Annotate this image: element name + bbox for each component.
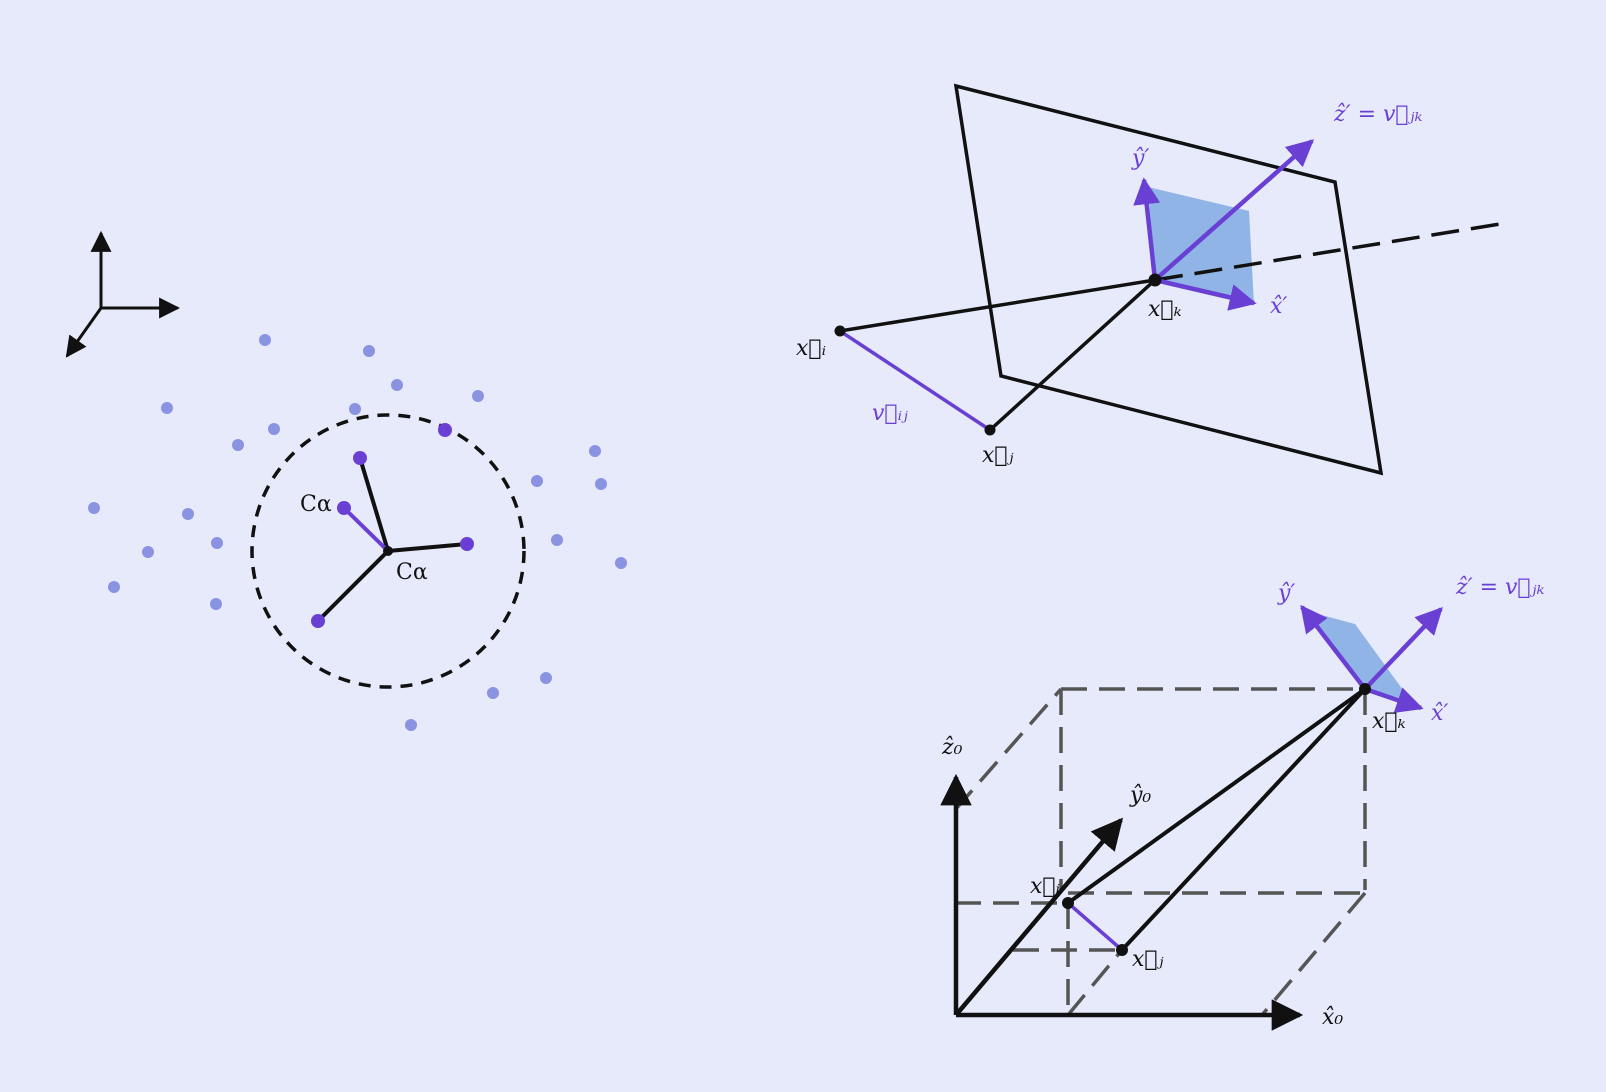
label-xk: x⃗ₖ bbox=[1148, 297, 1182, 322]
neighbor-dot bbox=[108, 581, 120, 593]
center-atom bbox=[383, 546, 393, 556]
line-extension-dashed bbox=[1154, 222, 1501, 282]
neighbor-dot bbox=[363, 345, 375, 357]
point-xi bbox=[834, 325, 846, 337]
y-prime-arrow bbox=[1133, 177, 1161, 281]
bounding-box-dashed bbox=[953, 687, 1367, 1017]
y-prime-arrow bbox=[1300, 604, 1367, 691]
line-xj-xk bbox=[988, 278, 1157, 432]
point-xk bbox=[1148, 273, 1162, 287]
label-z-prime: ẑ′ = v⃗ⱼₖ bbox=[1333, 102, 1422, 127]
neighbor-dot bbox=[210, 598, 222, 610]
box-edge bbox=[953, 687, 1063, 812]
frame-plane-patch bbox=[1303, 610, 1411, 701]
neighbor-dot bbox=[531, 475, 543, 487]
z-prime-arrow bbox=[1153, 139, 1315, 282]
residue-graph bbox=[311, 423, 474, 628]
neighbor-dot bbox=[182, 508, 194, 520]
label-y-prime: ŷ′ bbox=[1131, 146, 1149, 171]
label-x-prime: x̂′ bbox=[1431, 701, 1448, 726]
neighbor-dot bbox=[391, 379, 403, 391]
label-y0: ŷ₀ bbox=[1129, 783, 1151, 808]
label-z0: ẑ₀ bbox=[941, 735, 963, 760]
y0-axis-arrow bbox=[954, 817, 1124, 1017]
label-x-prime: x̂′ bbox=[1270, 294, 1287, 319]
reference-axes bbox=[65, 230, 181, 358]
x-prime-arrow bbox=[1154, 277, 1257, 311]
neighbor-atom bbox=[337, 501, 351, 515]
ca-label-neighbor: Cα bbox=[300, 492, 332, 517]
neighbor-dot bbox=[142, 546, 154, 558]
neighbor-dot bbox=[615, 557, 627, 569]
ca-label-center: Cα bbox=[396, 560, 428, 585]
neighbor-dot bbox=[161, 402, 173, 414]
neighbor-atom bbox=[311, 614, 325, 628]
point-xk bbox=[1359, 683, 1371, 695]
neighbor-dot bbox=[349, 403, 361, 415]
neighbor-dots bbox=[88, 334, 627, 731]
neighborhood-cutoff-circle bbox=[250, 413, 526, 689]
local-frame-panel: x⃗ᵢ x⃗ⱼ x⃗ₖ v⃗ᵢⱼ x̂′ ŷ′ ẑ′ = v⃗ⱼₖ bbox=[796, 83, 1501, 476]
label-xj: x⃗ⱼ bbox=[982, 443, 1014, 468]
neighbor-dot bbox=[540, 672, 552, 684]
neighbor-dot bbox=[259, 334, 271, 346]
label-xj: x⃗ⱼ bbox=[1132, 947, 1164, 972]
global-frame-panel: x⃗ᵢ x⃗ⱼ x⃗ₖ x̂₀ ŷ₀ ẑ₀ x̂′ ŷ′ ẑ′ = v⃗ⱼₖ bbox=[940, 575, 1544, 1031]
neighbor-dot bbox=[472, 390, 484, 402]
box-edge bbox=[1066, 948, 1124, 1017]
point-xj bbox=[1116, 944, 1128, 956]
neighbor-atom bbox=[438, 423, 452, 437]
neighbor-dot bbox=[211, 537, 223, 549]
plane-quad bbox=[953, 83, 1384, 476]
bond-edge bbox=[316, 549, 390, 623]
label-xi: x⃗ᵢ bbox=[796, 336, 826, 361]
label-xk: x⃗ₖ bbox=[1372, 709, 1406, 734]
neighbor-dot bbox=[551, 534, 563, 546]
neighbor-dot bbox=[88, 502, 100, 514]
line-xi-xk bbox=[1066, 687, 1367, 905]
line-xj-xk bbox=[1120, 687, 1367, 952]
neighbor-dot bbox=[589, 445, 601, 457]
neighbor-dot bbox=[405, 719, 417, 731]
neighbor-atom bbox=[460, 537, 474, 551]
bond-edge bbox=[358, 457, 390, 552]
label-x0: x̂₀ bbox=[1322, 1005, 1343, 1030]
vector-vij bbox=[1066, 901, 1124, 952]
vector-vij bbox=[839, 329, 991, 432]
z-prime-arrow bbox=[1363, 607, 1443, 691]
neighbor-dot bbox=[268, 423, 280, 435]
label-y-prime: ŷ′ bbox=[1277, 581, 1295, 606]
neighbor-dot bbox=[595, 478, 607, 490]
label-z-prime: ẑ′ = v⃗ⱼₖ bbox=[1455, 575, 1544, 600]
label-vij: v⃗ᵢⱼ bbox=[872, 401, 908, 426]
label-xi: x⃗ᵢ bbox=[1030, 874, 1060, 899]
point-xi bbox=[1062, 897, 1074, 909]
neighborhood-panel: Cα Cα bbox=[88, 334, 627, 731]
neighbor-dot bbox=[487, 687, 499, 699]
bond-edge-highlight bbox=[342, 506, 390, 553]
x-prime-arrow bbox=[1364, 686, 1424, 713]
axis-diagonal-arrow bbox=[65, 307, 103, 358]
point-xj bbox=[984, 424, 996, 436]
bond-edge bbox=[387, 542, 468, 553]
line-xi-xk bbox=[839, 278, 1156, 333]
neighbor-dot bbox=[232, 439, 244, 451]
box-edge bbox=[1260, 891, 1367, 1017]
neighbor-atom bbox=[353, 451, 367, 465]
